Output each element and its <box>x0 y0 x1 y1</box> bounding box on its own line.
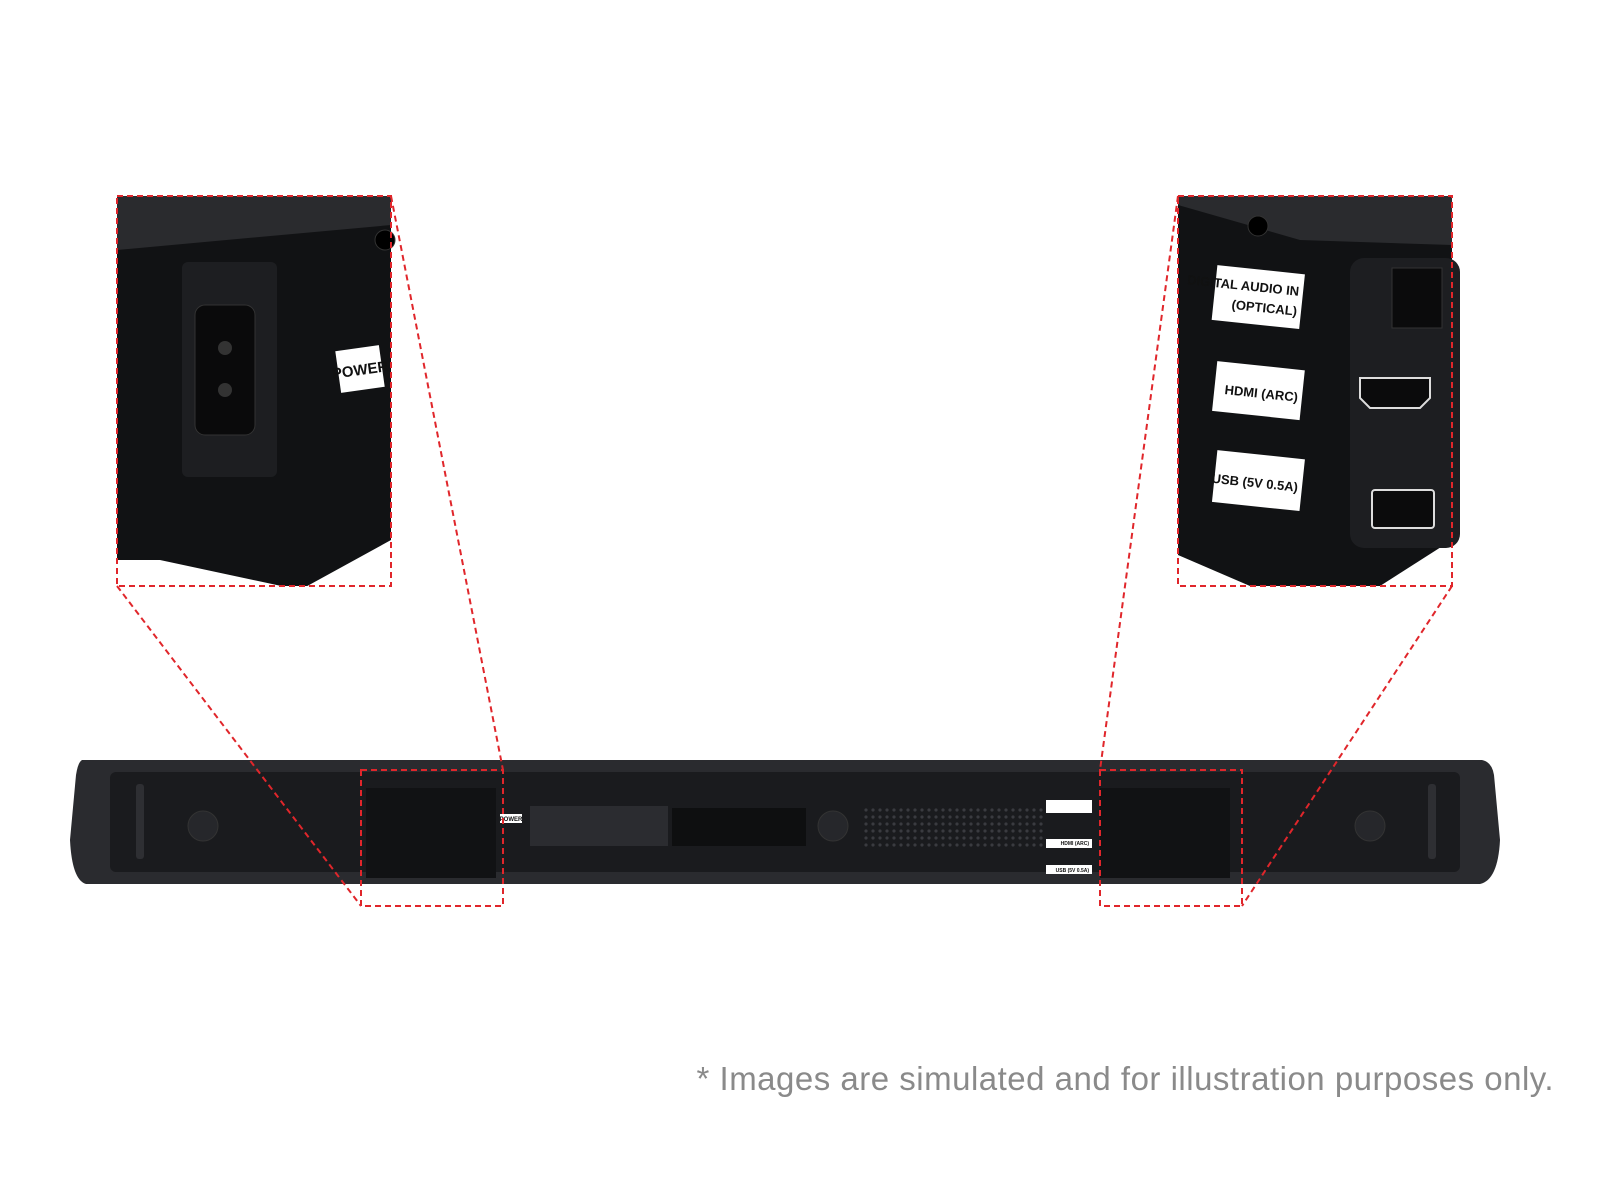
callout-lines <box>116 195 1453 907</box>
speaker-grille <box>864 808 1043 847</box>
soundbar-rear: POWER HDMI (ARC) USB (5V 0.5A) <box>70 760 1500 884</box>
hdmi-port-icon <box>1359 377 1431 409</box>
mini-usb-label: USB (5V 0.5A) <box>1056 868 1090 874</box>
usb-port-icon <box>1371 489 1435 529</box>
optical-label: (OPTICAL) <box>1231 297 1298 319</box>
mini-power-label: POWER <box>500 817 523 823</box>
mini-hdmi-label: HDMI (ARC) <box>1061 841 1090 847</box>
disclaimer-footnote: * Images are simulated and for illustrat… <box>696 1060 1554 1097</box>
power-port-closeup: POWER <box>117 196 396 590</box>
input-ports-closeup: DIGITAL AUDIO IN (OPTICAL) HDMI (ARC) US… <box>1178 196 1460 586</box>
